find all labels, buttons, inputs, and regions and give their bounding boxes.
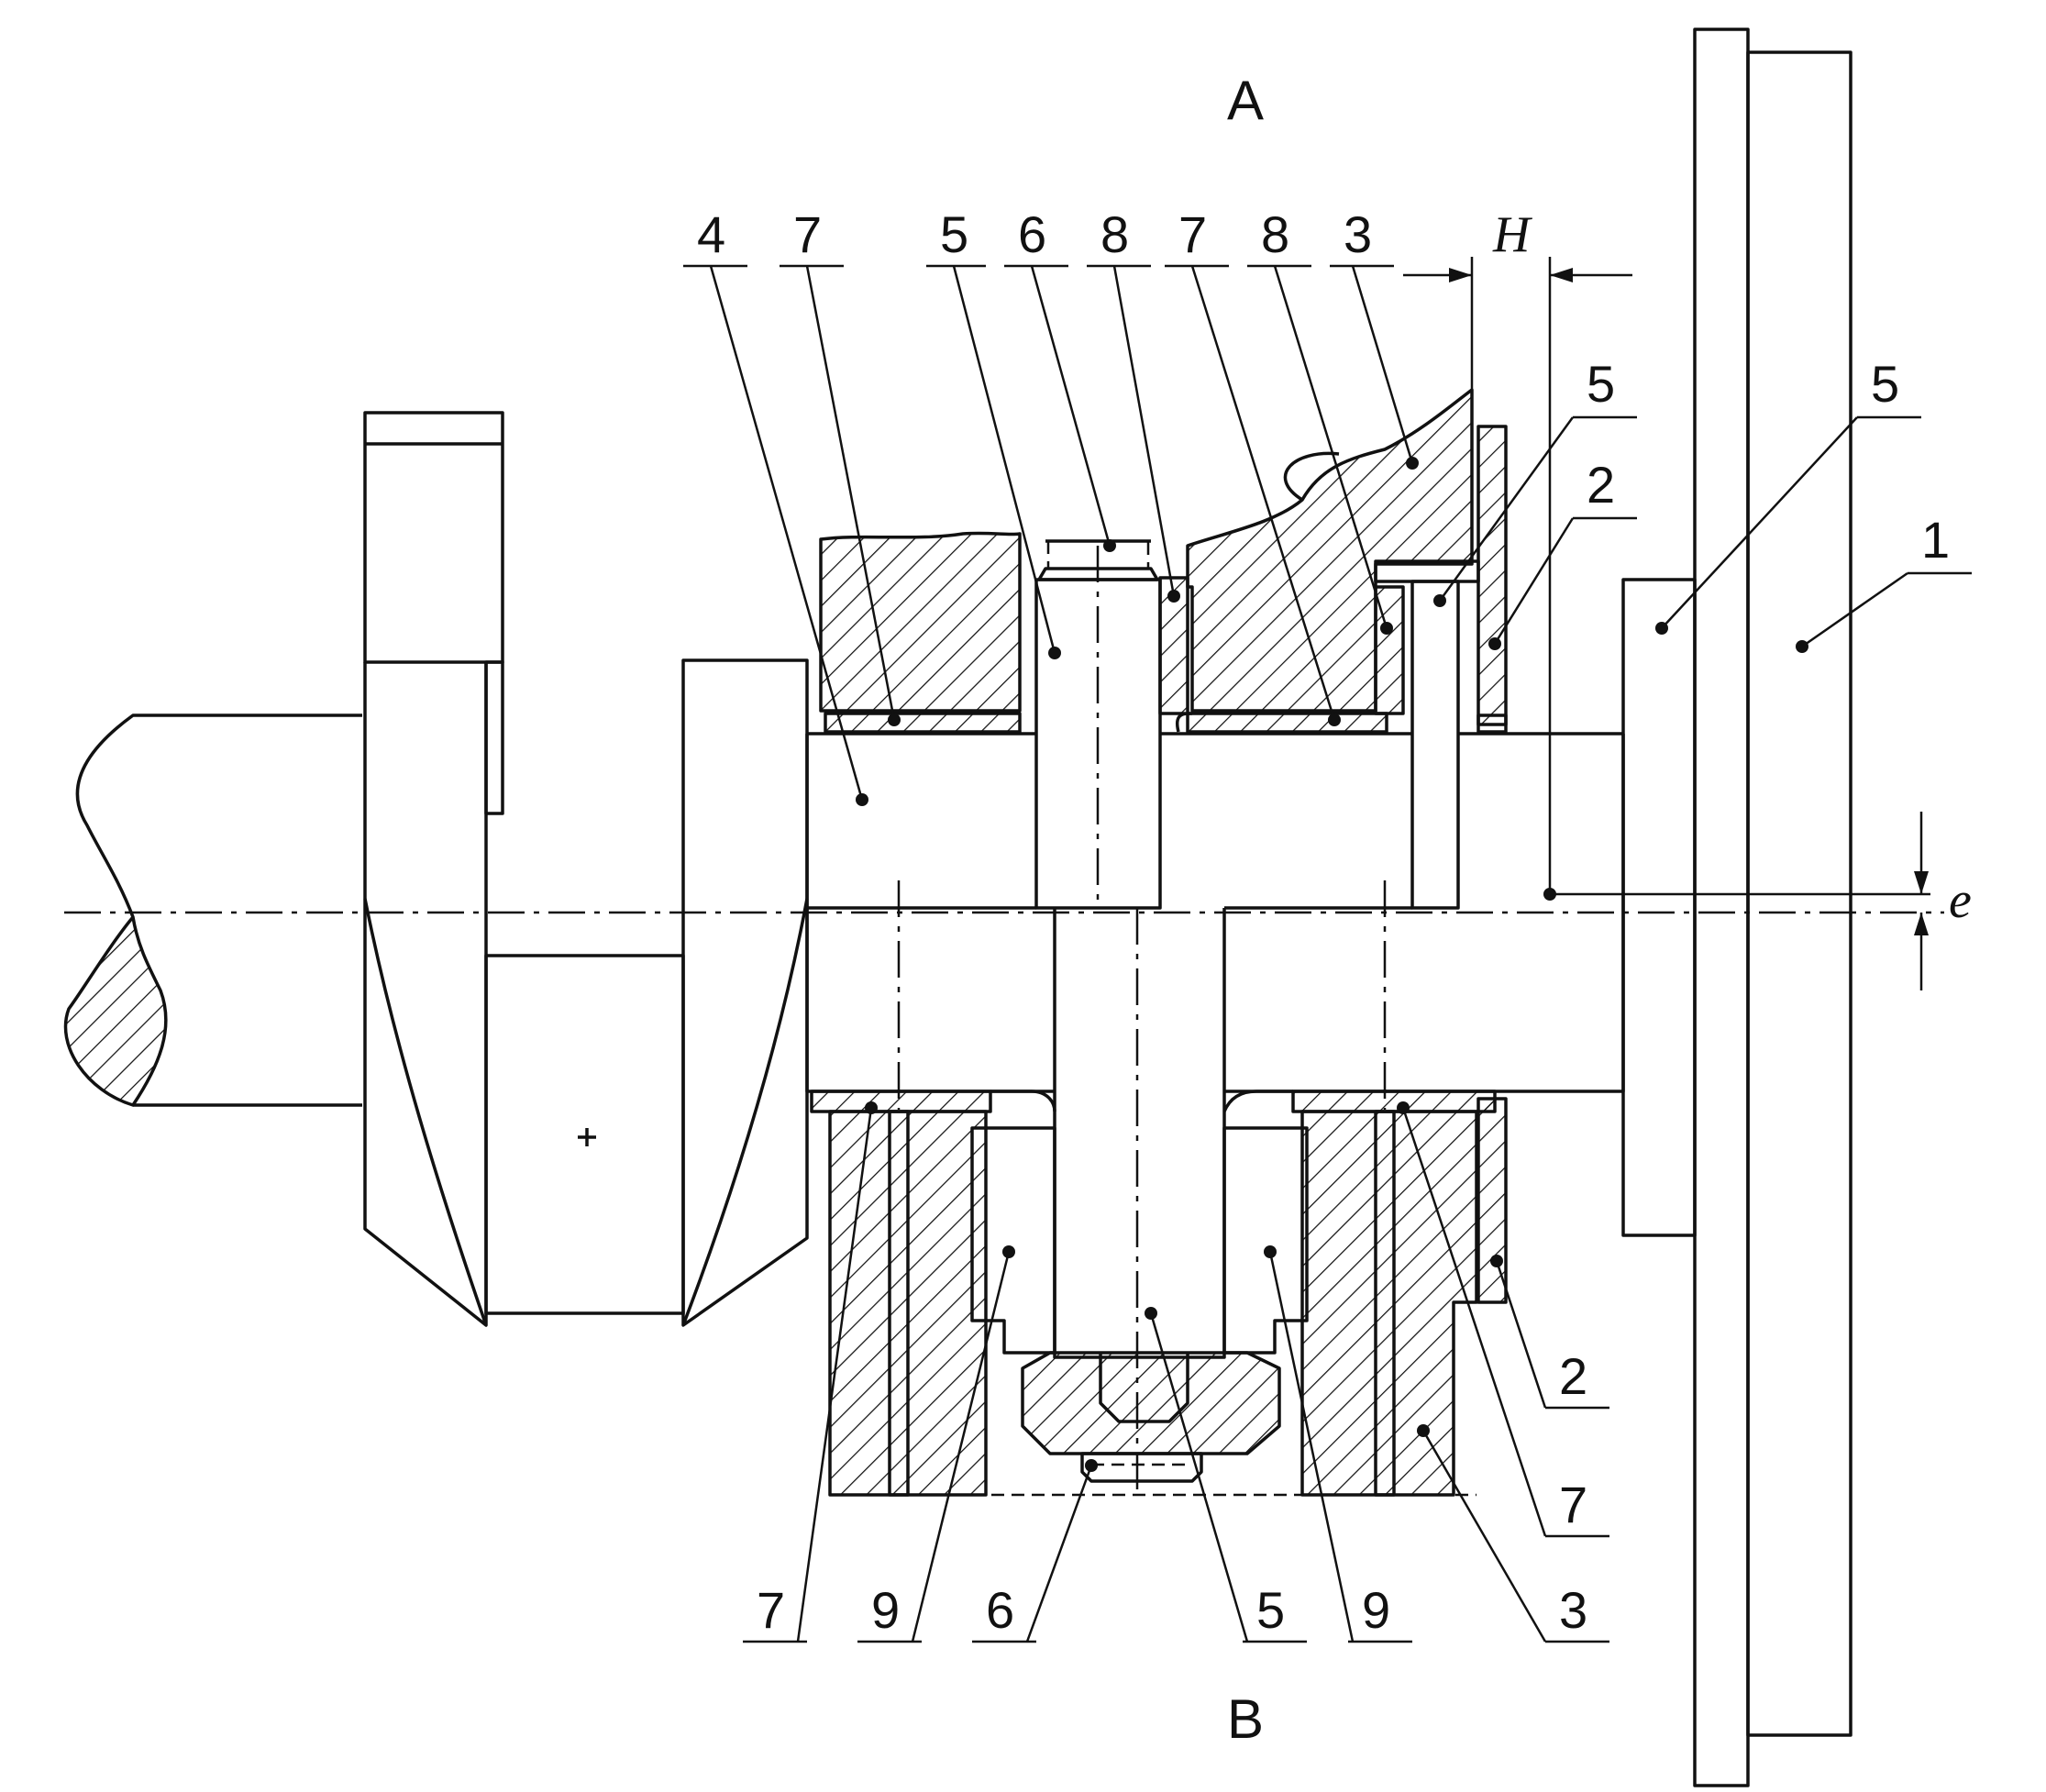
housing-lower-right (1300, 1110, 1478, 1497)
plate-part-2-upper (1476, 425, 1508, 734)
callout-top-8: 3 (1344, 205, 1372, 263)
crank-pin-journal (484, 954, 685, 1315)
callout-right-2: 2 (1587, 456, 1615, 514)
dimension-h-label: H (1492, 206, 1532, 263)
callouts-right: 5 2 5 1 (1433, 355, 1972, 653)
callout-bottom-6: 3 (1559, 1581, 1587, 1639)
callout-right-3: 5 (1871, 355, 1899, 413)
view-label-a: A (1227, 70, 1264, 131)
nut-part-9-lower-right (1222, 1126, 1309, 1355)
housing-upper-left (819, 531, 1022, 734)
shaft-stub (63, 713, 362, 1107)
callout-bottom-2: 9 (871, 1581, 900, 1639)
bushing-part-7-lower-right (1222, 1090, 1497, 1113)
housing-upper-right (1176, 388, 1474, 734)
callout-bottom-5: 9 (1362, 1581, 1390, 1639)
callout-bottom-3: 6 (986, 1581, 1014, 1639)
flange-part-5 (1621, 578, 1697, 1237)
callout-top-6: 7 (1178, 205, 1207, 263)
nut-part-9-lower-left (970, 1126, 1056, 1355)
callout-lower-right-2: 7 (1559, 1476, 1587, 1533)
plate-part-1 (1693, 28, 1852, 1787)
callout-top-1: 4 (697, 205, 725, 263)
callout-top-2: 7 (793, 205, 822, 263)
callout-bottom-4: 5 (1256, 1581, 1285, 1639)
bushing-part-8-upper (1158, 559, 1480, 715)
dimension-e: e (1543, 812, 1972, 990)
crank-web-right (681, 658, 809, 1327)
crank-web-left (363, 411, 504, 1327)
plate-part-2-lower (1476, 1097, 1508, 1304)
bushing-part-7-lower-left (810, 1090, 1056, 1113)
callouts-top: 4 7 5 6 8 7 8 3 (683, 205, 1419, 806)
callouts-lower-right: 2 7 (1397, 1101, 1609, 1538)
view-label-b: B (1227, 1688, 1264, 1750)
callout-top-7: 8 (1261, 205, 1289, 263)
callout-bottom-1: 7 (757, 1581, 785, 1639)
nut-cap-lower (1021, 1351, 1281, 1483)
dimension-e-label: e (1949, 872, 1972, 929)
callout-top-4: 6 (1018, 205, 1046, 263)
pin-part-5-right (1410, 580, 1460, 910)
callouts-bottom: 7 9 6 5 9 3 (743, 1101, 1609, 1643)
dimension-h: H (1403, 206, 1632, 894)
callout-lower-right-1: 2 (1559, 1347, 1587, 1405)
callout-right-1: 5 (1587, 355, 1615, 413)
callout-top-5: 8 (1100, 205, 1129, 263)
callout-top-3: 5 (940, 205, 968, 263)
callout-right-4: 1 (1921, 511, 1950, 569)
